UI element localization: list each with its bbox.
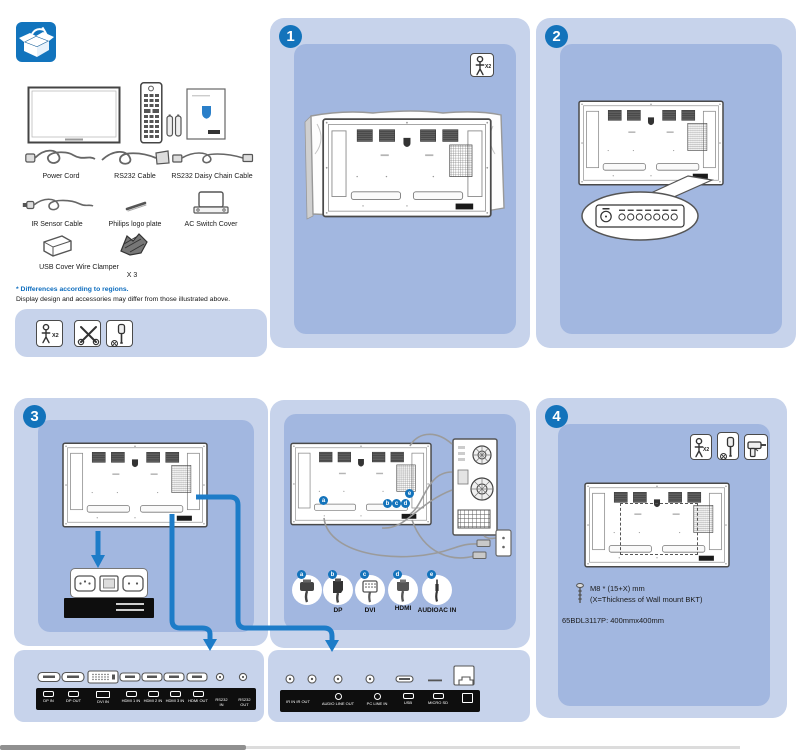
- quick-start-guide-illustration: [186, 88, 226, 140]
- step2-control-panel-callout: [581, 175, 715, 241]
- callout-dot-b: b: [383, 499, 392, 508]
- port-col-dp-in: DP IN: [36, 688, 61, 710]
- legend-label-dvi: DVI: [364, 607, 376, 614]
- callout-dot-c: c: [392, 499, 401, 508]
- step4-drill-icon: [744, 434, 768, 460]
- port-col-rs232-in: RS232 IN: [215, 697, 228, 707]
- screwdriver-icon: [106, 320, 133, 348]
- wire-clamper-illustration: [120, 233, 148, 256]
- callout-dot-e: e: [405, 489, 414, 498]
- screw-spec-line1: M8 * (15+X) mm: [590, 584, 645, 593]
- accessory-label-philips-logo-plate: Philips logo plate: [108, 221, 162, 228]
- step3-cables-overlay: [323, 433, 512, 559]
- step4-x2-label: X2: [703, 447, 710, 453]
- port-col-ir: IR IN IR OUT: [286, 699, 310, 704]
- video-ports-glyph-row: [37, 670, 248, 684]
- step1-badge: 1: [279, 25, 302, 48]
- port-col-hdmi2-in: HDMI 2 IN: [142, 688, 164, 710]
- connector-circle-b: [323, 575, 353, 605]
- accessory-quantity-x3: X 3: [126, 272, 138, 279]
- usb-cover-illustration: [43, 235, 72, 257]
- horizontal-scrollbar-track[interactable]: [0, 746, 740, 749]
- legend-badge-b: b: [328, 570, 337, 579]
- step1-unpack-illustration: [304, 110, 505, 220]
- connector-circle-d: [388, 575, 418, 605]
- step3-display-rear-illustration: [62, 442, 208, 528]
- port-col-dvi-in: DVI IN: [86, 688, 120, 710]
- note-differ: Display design and accessories may diffe…: [16, 296, 231, 303]
- mount-pattern-spec: 65BDL3117P: 400mmx400mm: [562, 616, 664, 625]
- step4-screwdriver-icon: [717, 432, 739, 461]
- legend-badge-a: a: [297, 570, 306, 579]
- port-col-hdmi3-in: HDMI 3 IN: [164, 688, 186, 710]
- step2-badge: 2: [545, 25, 568, 48]
- ac-switch-cover-illustration: [193, 191, 229, 214]
- legend-badge-c: c: [360, 570, 369, 579]
- accessory-label-rs232-cable: RS232 Cable: [114, 173, 156, 180]
- step1-x2-label: X2: [485, 64, 492, 70]
- remote-control-illustration: [140, 82, 182, 144]
- step4-badge: 4: [545, 405, 568, 428]
- two-people-icon: X2: [36, 320, 63, 347]
- rs232-daisy-chain-cable-illustration: [172, 152, 254, 164]
- wall-mount-area-outline: [620, 503, 698, 555]
- port-col-usb: USB: [394, 690, 422, 712]
- accessory-label-power-cord: Power Cord: [42, 173, 80, 180]
- display-front-illustration: [27, 86, 121, 144]
- legend-label-hdmi: HDMI: [394, 605, 412, 612]
- power-inlet-panel: [70, 568, 148, 598]
- io-ports-label-bar: IR IN IR OUT AUDIO LINE OUT PC LINE IN U…: [280, 690, 480, 712]
- power-rating-plate: [64, 598, 154, 618]
- port-col-micro-sd: MICRO SD: [422, 690, 454, 712]
- two-people-x2-label: X2: [52, 333, 59, 339]
- step4-two-people-icon: X2: [690, 434, 712, 460]
- step1-two-people-icon: X2: [470, 53, 494, 77]
- rs232-cable-illustration: [101, 150, 170, 165]
- power-cord-illustration: [25, 149, 96, 164]
- philips-logo-plate-illustration: [125, 201, 147, 212]
- note-regions: * Differences according to regions.: [16, 286, 129, 293]
- connector-circle-a: [292, 575, 322, 605]
- screw-spec-line2: (X=Thickness of Wall mount BKT): [590, 595, 703, 604]
- port-col-dp-out: DP OUT: [61, 688, 86, 710]
- accessory-label-rs232-daisy-chain: RS232 Daisy Chain Cable: [171, 173, 253, 180]
- unpack-box-glyph: [19, 26, 54, 57]
- legend-label-dp: DP: [333, 607, 343, 614]
- port-col-hdmi-out: HDMI OUT: [186, 688, 210, 710]
- callout-dot-d: d: [401, 499, 410, 508]
- lan-port-icon: [461, 693, 473, 703]
- port-col-hdmi1-in: HDMI 1 IN: [120, 688, 142, 710]
- horizontal-scrollbar-thumb[interactable]: [0, 745, 246, 750]
- port-col-rs232-out: RS232 OUT: [238, 697, 251, 707]
- scissors-icon: [74, 320, 101, 347]
- accessory-label-ac-switch-cover: AC Switch Cover: [184, 221, 238, 228]
- screw-illustration: [576, 583, 584, 603]
- legend-badge-d: d: [393, 570, 402, 579]
- step3-badge: 3: [23, 405, 46, 428]
- port-col-lan: [454, 690, 480, 712]
- video-ports-label-bar: DP IN DP OUT DVI IN HDMI 1 IN HDMI 2 IN …: [36, 688, 256, 710]
- callout-dot-a: a: [319, 496, 328, 505]
- pc-tower-illustration: [452, 438, 498, 536]
- io-ports-glyph-row: [285, 665, 475, 686]
- ir-sensor-cable-illustration: [22, 198, 94, 211]
- video-ports-panel: [14, 650, 264, 722]
- connector-circle-e: [422, 575, 452, 605]
- connector-circle-c: [355, 575, 385, 605]
- accessory-label-usb-cover-wire-clamper: USB Cover Wire Clamper: [39, 264, 119, 271]
- legend-label-audio: AUDIOAC IN: [417, 607, 457, 614]
- port-col-pc-line-in: PC LINE IN: [360, 690, 394, 712]
- accessory-label-ir-sensor-cable: IR Sensor Cable: [31, 221, 83, 228]
- port-col-audio-line-out: AUDIO LINE OUT: [316, 690, 360, 712]
- unpack-box-icon: [16, 22, 56, 62]
- legend-badge-e: e: [427, 570, 436, 579]
